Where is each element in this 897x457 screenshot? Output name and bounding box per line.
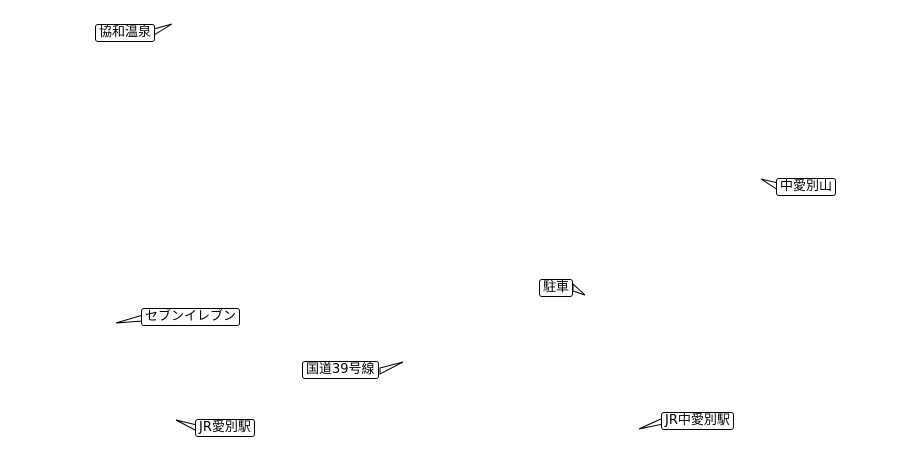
leader-route-39 (379, 361, 404, 375)
leader-jr-aibetsu-station (175, 419, 198, 432)
label-jr-aibetsu-station[interactable]: JR愛別駅 (195, 419, 255, 437)
label-parking[interactable]: 駐車 (539, 279, 574, 297)
label-seven-eleven[interactable]: セブンイレブン (141, 308, 241, 326)
leader-jr-nakaaibetsu-station (638, 417, 664, 430)
label-jr-nakaaibetsu-station[interactable]: JR中愛別駅 (661, 412, 734, 430)
leader-kyowa-onsen (153, 23, 173, 36)
leader-seven-eleven (115, 314, 144, 324)
label-route-39[interactable]: 国道39号線 (302, 361, 379, 379)
leader-parking (572, 282, 586, 296)
label-nakaaibetsu-yama[interactable]: 中愛別山 (776, 178, 837, 196)
label-kyowa-onsen[interactable]: 協和温泉 (95, 24, 156, 42)
